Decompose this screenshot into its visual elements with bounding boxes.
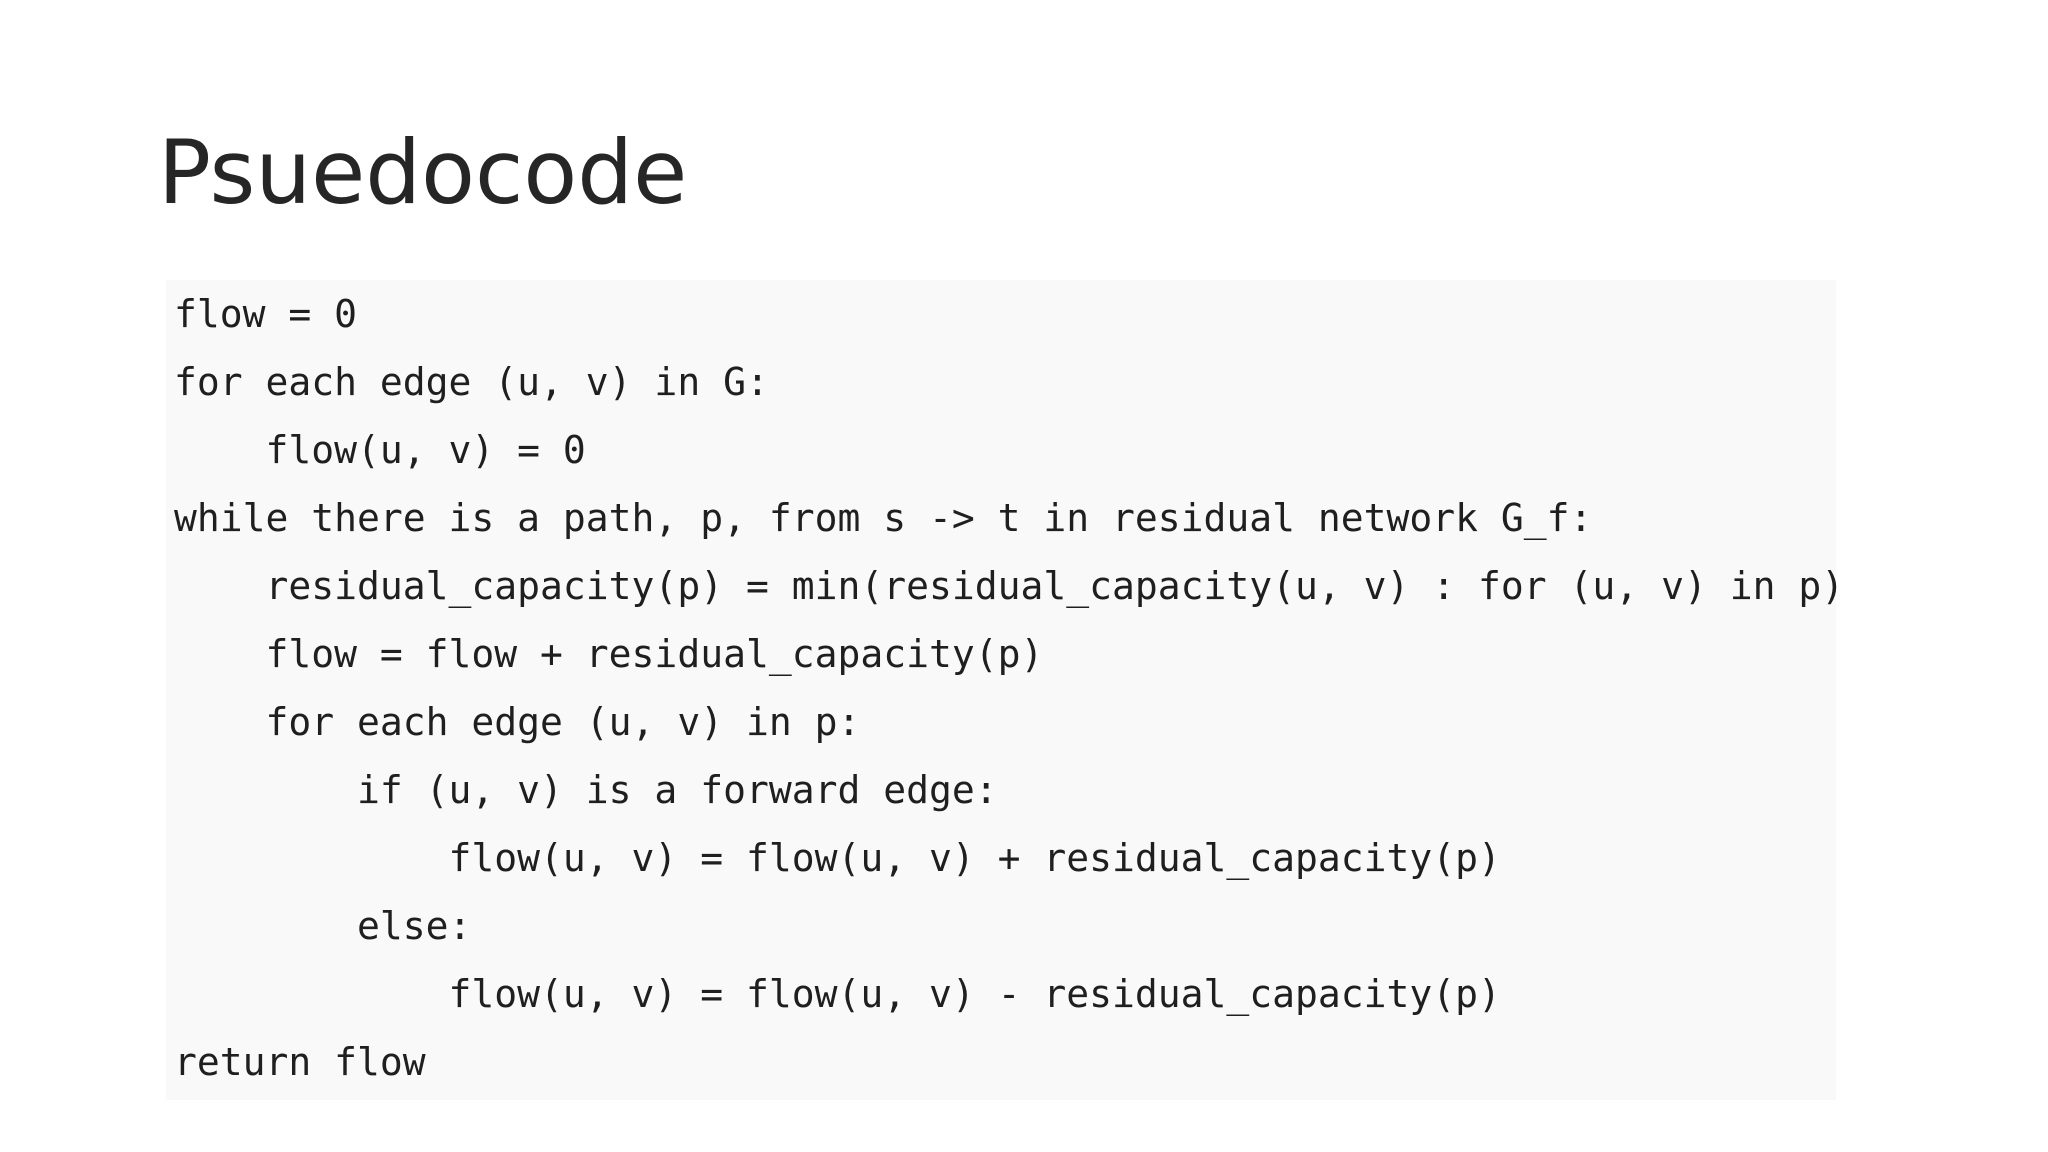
code-line: flow = 0 [174,292,358,336]
code-line: for each edge (u, v) in G: [174,360,769,404]
pseudocode-block: flow = 0 for each edge (u, v) in G: flow… [166,280,1844,1100]
code-line: residual_capacity(p) = min(residual_capa… [174,564,1845,608]
code-line: return flow [174,1040,426,1084]
code-line: if (u, v) is a forward edge: [174,768,998,812]
code-line: for each edge (u, v) in p: [174,700,861,744]
code-line: flow(u, v) = 0 [174,428,586,472]
code-line: flow = flow + residual_capacity(p) [174,632,1044,676]
code-line: else: [174,904,472,948]
code-line: flow(u, v) = flow(u, v) - residual_capac… [174,972,1501,1016]
code-line: flow(u, v) = flow(u, v) + residual_capac… [174,836,1501,880]
slide-title: Psuedocode [158,121,688,224]
code-line: while there is a path, p, from s -> t in… [174,496,1593,540]
